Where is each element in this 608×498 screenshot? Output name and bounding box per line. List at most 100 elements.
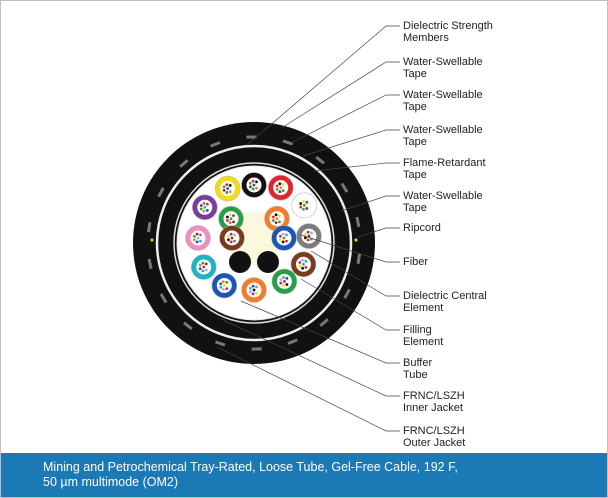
water-swellable-tape-ring (155, 144, 353, 342)
fiber (301, 266, 304, 270)
fiber (201, 269, 205, 273)
callout-label: Fiber (403, 256, 428, 268)
ripcord (150, 238, 154, 242)
callout-label-line: Filling (403, 324, 432, 336)
fiber (248, 185, 252, 189)
fiber (285, 233, 288, 237)
fiber (281, 189, 285, 193)
fiber (285, 283, 289, 286)
fiber (278, 238, 282, 242)
fiber (248, 181, 252, 185)
fiber (226, 219, 229, 222)
fiber (255, 285, 258, 289)
fiber (285, 239, 288, 243)
leader-line (300, 278, 400, 331)
fiber (306, 230, 310, 234)
callout-label-line: FRNC/LSZH (403, 425, 465, 437)
callout-label-line: Tape (403, 68, 427, 80)
callout-label: Ripcord (403, 222, 441, 234)
strength-member (159, 293, 168, 304)
callout-label-line: Water-Swellable (403, 124, 483, 136)
strength-member (251, 347, 262, 351)
fiber (226, 234, 230, 238)
buffer-tube (211, 272, 238, 299)
fiber (306, 238, 310, 242)
fiber (302, 200, 305, 203)
caption-line-2: 50 µm multimode (OM2) (43, 475, 179, 489)
leader-line (246, 25, 400, 146)
fiber (222, 188, 226, 192)
leader-line (220, 318, 400, 397)
strength-member (157, 187, 165, 198)
fiber (302, 203, 306, 207)
buffer-tube (290, 251, 317, 278)
fiber (271, 219, 275, 222)
callout-label-line: Tape (403, 101, 427, 113)
fiber (298, 261, 302, 264)
fiber (202, 209, 206, 213)
fiber (281, 183, 285, 186)
flame-retardant-tape-ring (173, 162, 335, 324)
fiber (205, 208, 209, 212)
buffer-tube (214, 175, 241, 202)
fiber (299, 202, 303, 205)
fiber (201, 261, 205, 265)
fiber (205, 202, 209, 206)
fiber (204, 262, 208, 266)
buffer-tube (241, 172, 267, 198)
strength-member (315, 155, 325, 165)
buffer-tube (264, 205, 290, 232)
fiber (233, 233, 236, 237)
fiber (275, 188, 279, 191)
buffer-tube (296, 223, 322, 249)
fiber (195, 232, 199, 236)
fiber (233, 239, 236, 243)
fiber (279, 278, 283, 282)
fiber (248, 290, 252, 294)
fiber (278, 182, 282, 186)
fiber (305, 200, 309, 204)
buffer-tube (219, 225, 245, 251)
strength-member (210, 141, 221, 148)
strength-member (355, 216, 361, 228)
callout-label-line: Members (403, 32, 449, 44)
callout-label-line: Water-Swellable (403, 190, 483, 202)
strength-member (356, 253, 362, 265)
strength-member (246, 135, 257, 139)
fiber (226, 187, 230, 190)
fiber (203, 205, 207, 209)
leader-line (302, 129, 400, 157)
leader-line (310, 250, 400, 297)
fiber (196, 236, 200, 240)
callout-label-line: Flame-Retardant (403, 157, 486, 169)
fiber (228, 221, 232, 225)
fiber (222, 280, 225, 283)
fiber (298, 264, 302, 268)
fiber (274, 213, 278, 217)
fiber (307, 234, 311, 238)
callout-label-line: Dielectric Central (403, 290, 487, 302)
leader-line (240, 300, 400, 364)
strength-member (319, 318, 329, 327)
fiber (228, 213, 232, 217)
fiber (199, 239, 202, 243)
fiber (229, 232, 233, 236)
fiber (271, 215, 275, 219)
callout-label-line: Element (403, 302, 444, 314)
callout-label-line: Element (403, 336, 444, 348)
figure-caption: Mining and Petrochemical Tray-Rated, Loo… (1, 453, 607, 497)
fiber (199, 233, 202, 237)
filling-element (257, 251, 279, 273)
buffer-tube (271, 225, 297, 251)
fiber (228, 190, 232, 194)
fiber (228, 184, 232, 187)
fiber (282, 280, 286, 283)
callout-label-line: Tape (403, 202, 427, 214)
